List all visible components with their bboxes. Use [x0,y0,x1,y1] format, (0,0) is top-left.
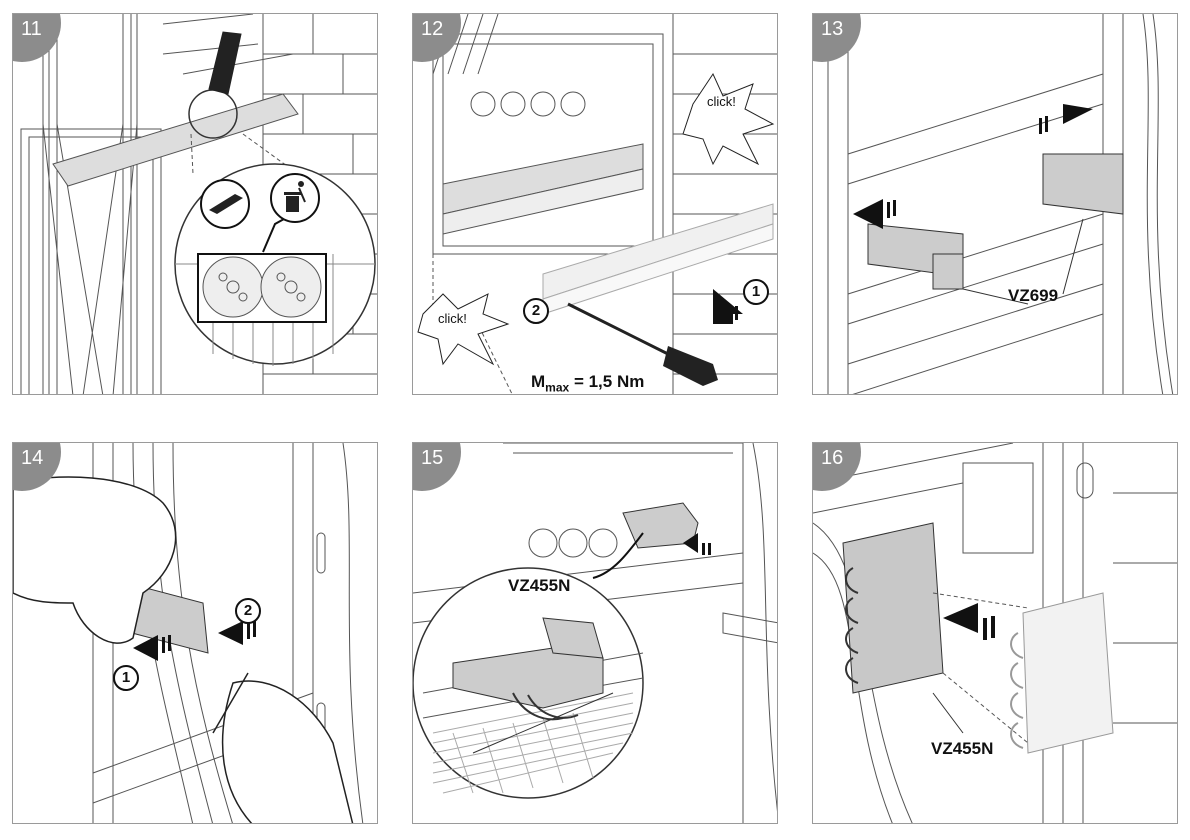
hand-icon [13,476,354,823]
step-number: 11 [21,18,42,40]
push-arrow-icon [133,621,256,661]
screwdriver-icon [567,302,718,386]
step-panel-16: VZ455N 16 [812,442,1178,824]
callout-2: 2 [235,598,261,624]
callout-2: 2 [523,298,549,324]
step-14-illustration [13,443,364,823]
push-arrow-icon [943,603,995,640]
callout-1: 1 [743,279,769,305]
step-12-illustration [417,14,777,394]
step-badge: 15 [413,443,461,491]
torque-label: Mmax = 1,5 Nm [531,372,644,394]
step-panel-13: VZ699 13 [812,13,1178,395]
push-arrow-icon [713,289,743,324]
part-label: VZ699 [1008,286,1059,305]
step-panel-11: 11 [12,13,378,395]
step-number: 15 [421,447,444,469]
torque-m: M [531,372,546,391]
step-panel-12: click! click! 1 2 Mmax = 1,5 Nm 12 [412,13,778,395]
step-11-illustration [20,14,377,394]
push-arrow-icon [683,533,711,555]
step-number: 13 [821,18,844,40]
torque-value: = 1,5 Nm [573,372,645,391]
step-number: 14 [21,447,44,469]
step-badge: 12 [413,14,461,62]
step-number: 16 [821,447,844,469]
cut-icon [200,179,250,229]
step-15-illustration [413,443,777,823]
callout-1: 1 [113,665,139,691]
step-number: 12 [421,18,444,40]
click-label-a: click! [707,94,736,109]
step-badge: 16 [813,443,861,491]
step-13-illustration [827,14,1174,394]
part-label: VZ455N [931,739,994,758]
torque-sub: max [545,380,570,395]
part-label: VZ455N [508,576,571,595]
push-arrow-icon [853,104,1093,229]
step-panel-15: VZ455N 15 [412,442,778,824]
step-panel-14: 1 2 14 [12,442,378,824]
step-16-illustration [813,443,1177,823]
click-label-b: click! [438,311,467,326]
trash-bin-icon [270,173,320,223]
step-badge: 13 [813,14,861,62]
